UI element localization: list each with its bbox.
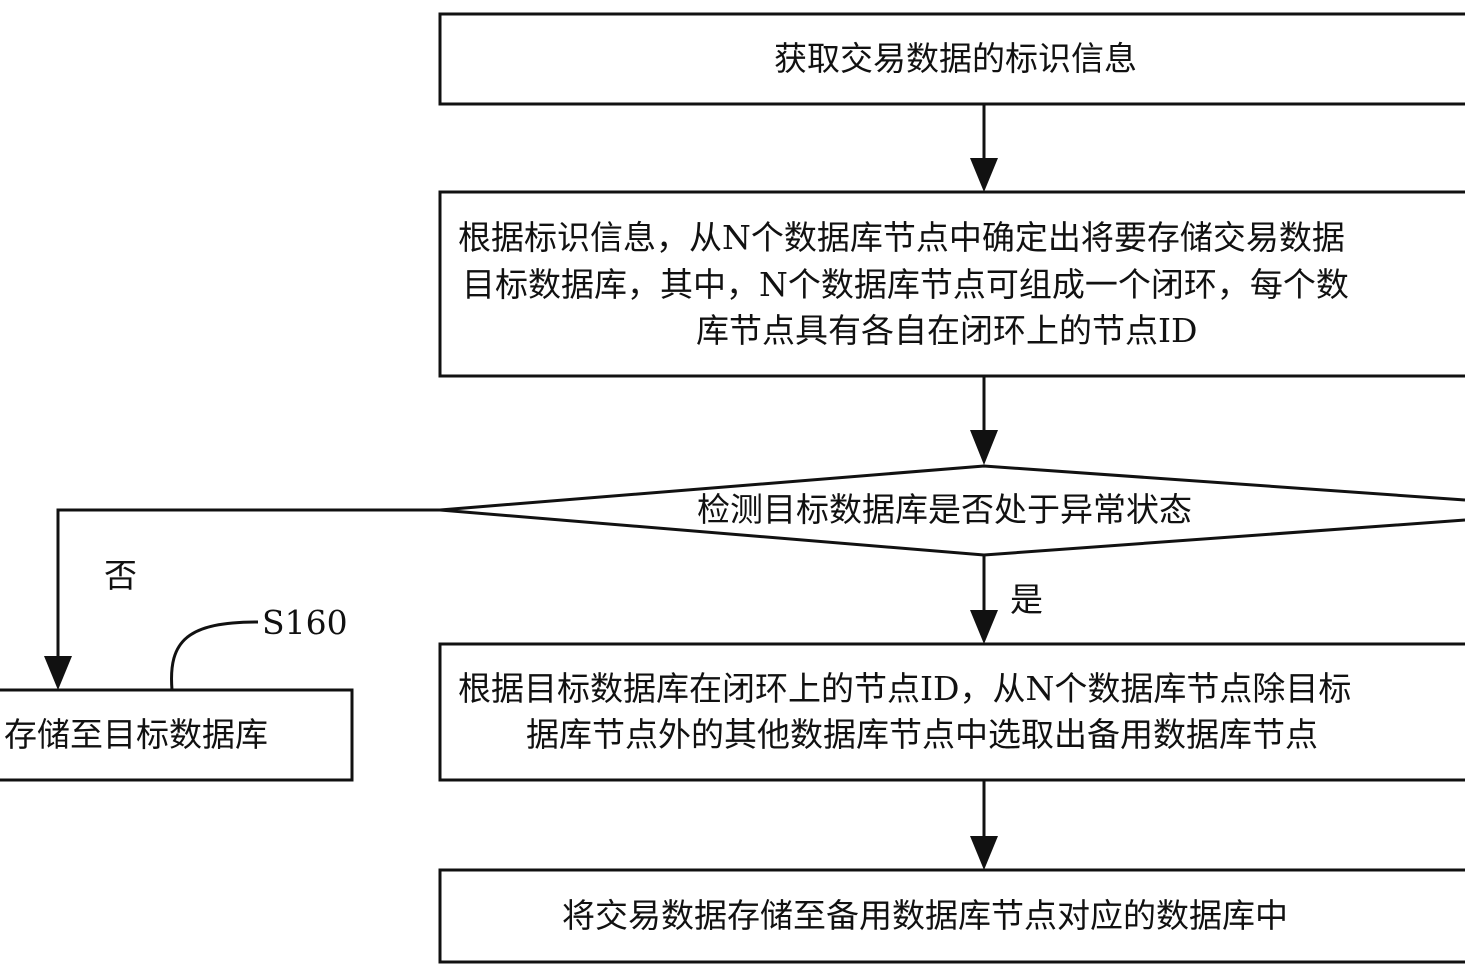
step-select-backup-line-2: 据库节点外的其他数据库节点中选取出备用数据库节点: [526, 715, 1318, 754]
box-get-id: [438, 12, 1465, 106]
box-store-backup: [438, 868, 1465, 964]
box-store-target: [0, 688, 354, 782]
step-determine-target-line-3: 库节点具有各自在闭环上的节点ID: [696, 311, 1198, 350]
yes-branch-arrowhead: [970, 610, 998, 644]
step-store-backup-label: 将交易数据存储至备用数据库节点对应的数据库中: [562, 896, 1288, 935]
s160-leader: [170, 620, 259, 691]
step-get-id-label: 获取交易数据的标识信息: [774, 39, 1137, 78]
arrow-3-head: [970, 836, 998, 870]
step-select-backup-line-1: 根据目标数据库在闭环上的节点ID，从N个数据库节点除目标: [458, 669, 1352, 708]
box-select-backup: [438, 642, 1465, 782]
no-label: 否: [104, 556, 137, 595]
step-store-target-label: 存储至目标数据库: [4, 715, 268, 754]
step-store-target-id: S160: [262, 603, 348, 642]
box-determine-target: [438, 190, 1465, 378]
decision-abnormal-label: 检测目标数据库是否处于异常状态: [697, 490, 1192, 529]
step-determine-target-line-1: 根据标识信息，从N个数据库节点中确定出将要存储交易数据: [458, 218, 1345, 257]
no-branch-arrowhead: [44, 656, 72, 690]
arrow-2-head: [970, 430, 998, 465]
step-determine-target-line-2: 目标数据库，其中，N个数据库节点可组成一个闭环，每个数: [462, 265, 1349, 304]
yes-label: 是: [1010, 580, 1043, 619]
no-branch-line: [56, 508, 440, 658]
arrow-1-head: [970, 158, 998, 192]
